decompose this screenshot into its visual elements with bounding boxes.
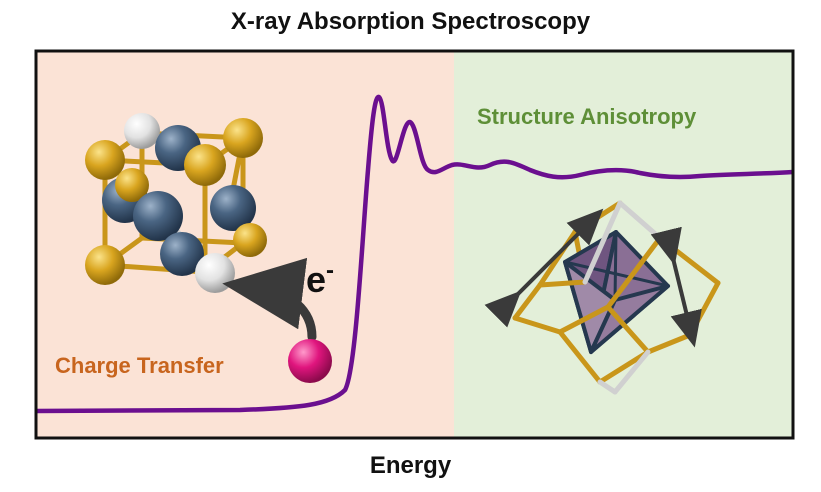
electron-label: e- [306,257,334,300]
metal-atom [133,191,183,241]
figure-title: X-ray Absorption Spectroscopy [230,8,591,35]
electron-symbol: e [306,259,326,300]
anisotropy-arrow-short [650,226,702,348]
gold-atom [184,144,226,186]
crystal-structure [85,113,267,293]
octahedral-structure [484,200,721,395]
white-atom [124,113,160,149]
gold-atom [223,118,263,158]
gold-atom [233,223,267,257]
xas-spectrum-curve [35,94,794,414]
electron-charge: - [326,257,334,284]
transfer-arrow [222,257,317,342]
metal-atom [160,232,204,276]
x-axis-label: Energy [369,452,452,479]
white-atom [195,253,235,293]
gold-atom [115,168,149,202]
structure-anisotropy-label: Structure Anisotropy [477,104,697,129]
electron-ball [288,339,332,383]
gold-atom [85,245,125,285]
plot-frame [34,49,795,440]
charge-transfer-label: Charge Transfer [55,353,224,378]
gold-atom [85,140,125,180]
anisotropy-arrow-long [484,208,604,328]
metal-atom [210,185,256,231]
